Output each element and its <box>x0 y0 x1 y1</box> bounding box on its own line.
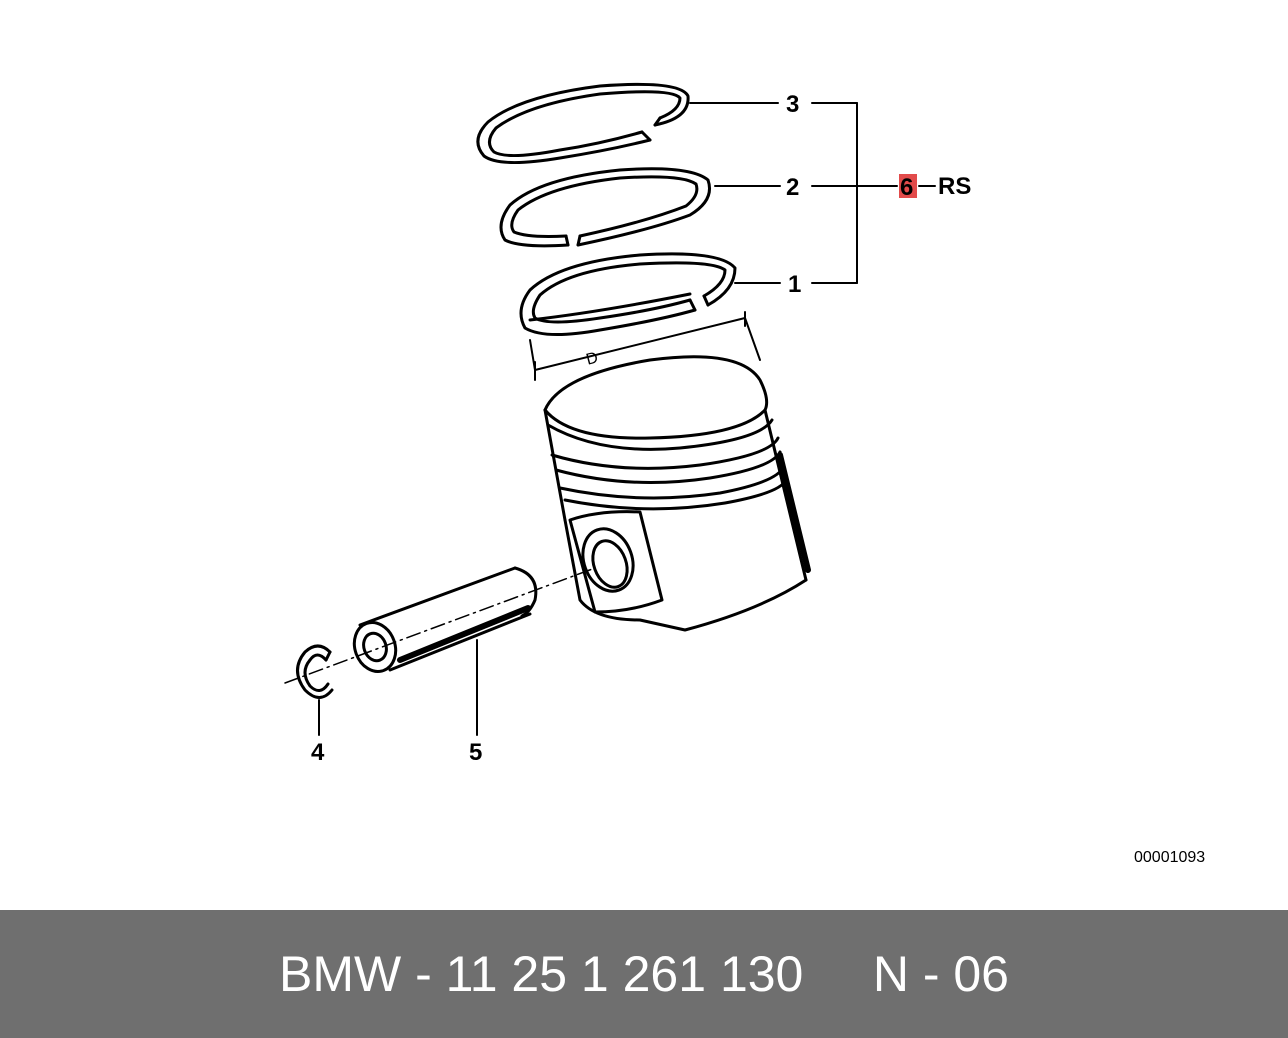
callout-6-highlight <box>899 174 917 198</box>
diagram-reference-code: 00001093 <box>1134 849 1205 866</box>
diameter-label: D <box>584 349 600 368</box>
callout-3: 3 <box>786 91 799 118</box>
callout-4: 4 <box>311 739 325 766</box>
piston-exploded-diagram: D 3 2 1 6 RS 4 5 00001093 <box>284 82 1205 866</box>
part-number-text: BMW - 11 25 1 261 130 N - 06 <box>279 946 1009 1002</box>
callout-5: 5 <box>469 739 482 766</box>
pin-centerline <box>284 567 596 684</box>
callout-6: 6 <box>900 174 913 201</box>
piston-ring-2 <box>499 167 711 248</box>
piston-ring-3 <box>476 82 690 165</box>
diameter-dimension <box>529 311 761 381</box>
callout-2: 2 <box>786 174 799 201</box>
piston-ring-1 <box>519 252 737 337</box>
diagram-canvas: D 3 2 1 6 RS 4 5 00001093 <box>284 82 1206 866</box>
piston-body <box>543 355 811 632</box>
leader-lines <box>318 102 936 736</box>
piston-pin <box>352 566 538 673</box>
callout-rs: RS <box>938 173 971 200</box>
circlip <box>296 644 334 699</box>
part-number-footer: BMW - 11 25 1 261 130 N - 06 <box>0 910 1288 1038</box>
callout-1: 1 <box>788 271 801 298</box>
